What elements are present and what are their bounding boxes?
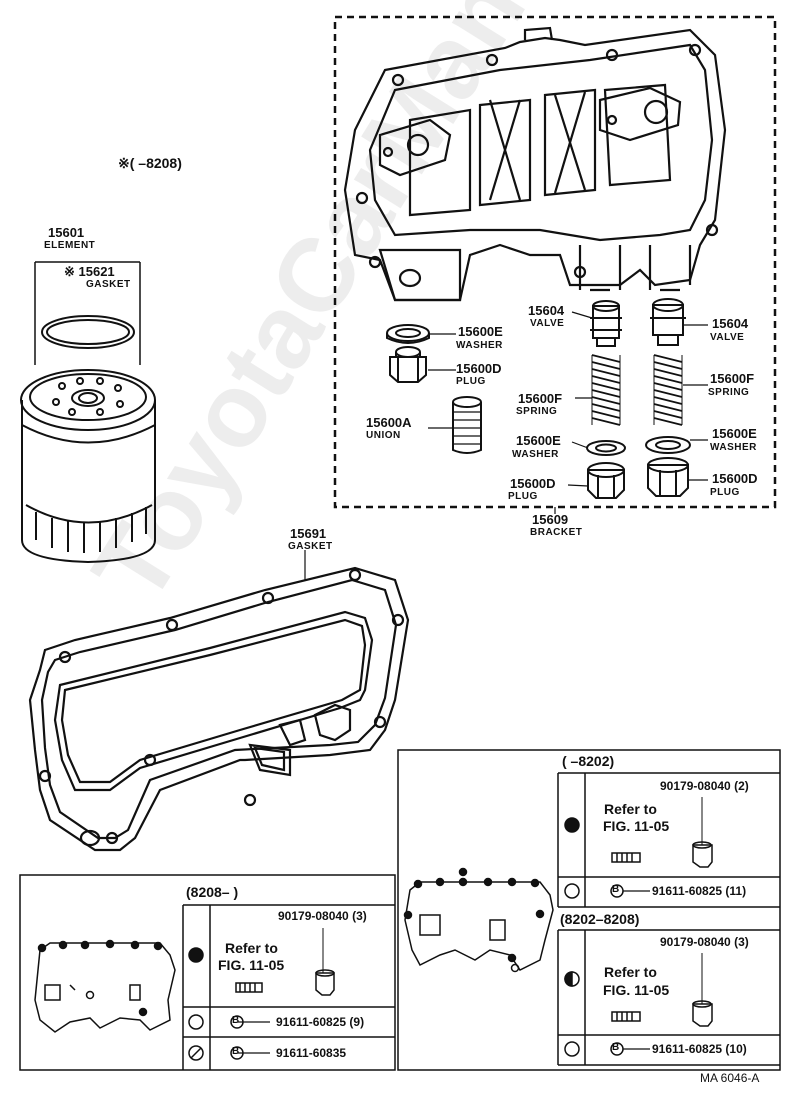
inset-8208-b-mark-1: B xyxy=(232,1015,240,1026)
spring-right-part-number: 15600F xyxy=(710,371,755,386)
center-valve-stack-drawing xyxy=(586,300,626,499)
bracket-gasket-part-name: GASKET xyxy=(288,541,333,552)
oil-filter-element-drawing xyxy=(20,369,156,564)
inset-8208-nut-part-number: 90179-08040 (3) xyxy=(278,909,367,923)
inset-8202-8208-nut-part-number: 90179-08040 (3) xyxy=(660,935,749,949)
left-fittings-drawing xyxy=(386,324,482,454)
filter-gasket-part-name: GASKET xyxy=(86,279,131,290)
inset-8202-bolt-1: 91611-60825 (11) xyxy=(652,884,747,898)
element-leader xyxy=(34,261,141,365)
inset-8208-header: (8208– ) xyxy=(186,884,239,900)
date-range-top: ※( –8208) xyxy=(118,155,182,171)
inset-8202-8208-figure-link[interactable]: FIG. 11-05 xyxy=(603,982,670,998)
bracket-assembly-frame xyxy=(333,15,777,509)
inset-8202-8208-refer-text: Refer to xyxy=(604,964,657,980)
filter-gasket-part-number: ※ 15621 xyxy=(64,264,115,279)
inset-8202-nut-part-number: 90179-08040 (2) xyxy=(660,779,749,793)
inset-8208-bolt-2: 91611-60835 xyxy=(276,1046,347,1060)
element-part-name: ELEMENT xyxy=(44,240,96,251)
part-leaders xyxy=(304,311,708,580)
washer-left-part-number: 15600E xyxy=(458,324,503,339)
inset-8202-frame xyxy=(397,749,781,1071)
plug-center-part-number: 15600D xyxy=(510,476,556,491)
union-part-name: UNION xyxy=(366,430,401,441)
washer-center-part-number: 15600E xyxy=(516,433,561,448)
bracket-gasket-drawing xyxy=(28,566,410,852)
bracket-part-name: BRACKET xyxy=(530,527,583,538)
valve-right-part-number: 15604 xyxy=(712,316,749,331)
bracket-part-number: 15609 xyxy=(532,512,569,527)
inset-8208-frame xyxy=(19,874,396,1071)
washer-left-part-name: WASHER xyxy=(456,340,503,351)
valve-center-part-name: VALVE xyxy=(530,318,565,329)
union-part-number: 15600A xyxy=(366,415,412,430)
element-part-number: 15601 xyxy=(48,225,85,240)
inset-8202-8208-header: (8202–8208) xyxy=(560,911,640,927)
inset-8202-figure-link[interactable]: FIG. 11-05 xyxy=(603,818,670,834)
inset-8202-header: ( –8202) xyxy=(562,753,615,769)
inset-8202-8208-bolt-1: 91611-60825 (10) xyxy=(652,1042,747,1056)
plug-right-part-name: PLUG xyxy=(710,487,740,498)
inset-8208-b-mark-2: B xyxy=(232,1046,240,1057)
filter-gasket-drawing xyxy=(41,315,135,349)
valve-right-part-name: VALVE xyxy=(710,332,745,343)
plug-right-part-number: 15600D xyxy=(712,471,758,486)
right-valve-stack-drawing xyxy=(645,298,691,497)
spring-center-part-number: 15600F xyxy=(518,391,563,406)
washer-center-part-name: WASHER xyxy=(512,449,559,460)
plug-center-part-name: PLUG xyxy=(508,491,538,502)
spring-right-part-name: SPRING xyxy=(708,387,750,398)
washer-right-part-number: 15600E xyxy=(712,426,757,441)
washer-right-part-name: WASHER xyxy=(710,442,757,453)
inset-8208-bolt-1: 91611-60825 (9) xyxy=(276,1015,365,1029)
bracket-housing-drawing xyxy=(343,26,727,302)
plug-left-part-name: PLUG xyxy=(456,376,486,387)
inset-8202-refer-text: Refer to xyxy=(604,801,657,817)
valve-center-part-number: 15604 xyxy=(528,303,565,318)
inset-8202-b-mark: B xyxy=(612,884,620,895)
bracket-gasket-part-number: 15691 xyxy=(290,526,327,541)
plug-left-part-number: 15600D xyxy=(456,361,502,376)
inset-8208-refer-text: Refer to xyxy=(225,940,278,956)
spring-center-part-name: SPRING xyxy=(516,406,558,417)
inset-8208-figure-link[interactable]: FIG. 11-05 xyxy=(218,957,285,973)
inset-8202-8208-b-mark: B xyxy=(612,1042,620,1053)
diagram-code: MA 6046-A xyxy=(700,1071,760,1085)
